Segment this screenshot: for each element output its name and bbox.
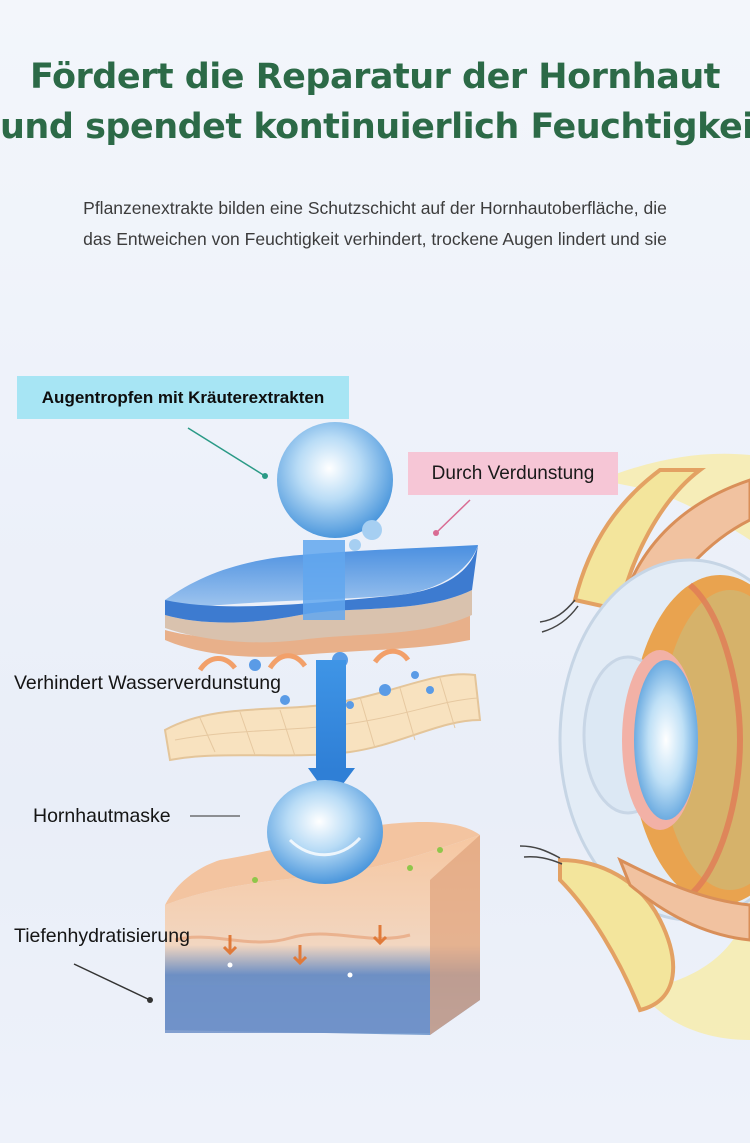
corneal-layers xyxy=(163,422,482,1035)
label-corneal-mask: Hornhautmaske xyxy=(33,805,171,827)
page-title: Fördert die Reparatur der Hornhaut und s… xyxy=(0,52,750,152)
title-line-2: und spendet kontinuierlich Feuchtigkeit xyxy=(0,107,750,147)
label-evaporation: Durch Verdunstung xyxy=(408,452,618,495)
description-line-1: Pflanzenextrakte bilden eine Schutzschic… xyxy=(83,198,667,218)
description-line-2: das Entweichen von Feuchtigkeit verhinde… xyxy=(83,229,667,249)
label-eye-drops: Augentropfen mit Kräuterextrakten xyxy=(17,376,349,419)
eye-anatomy xyxy=(519,453,750,1040)
title-line-1: Fördert die Reparatur der Hornhaut xyxy=(29,57,721,97)
label-prevents-evaporation: Verhindert Wasserverdunstung xyxy=(14,672,282,694)
description: Pflanzenextrakte bilden eine Schutzschic… xyxy=(40,193,710,255)
connector-lines xyxy=(187,427,266,477)
label-deep-hydration: Tiefenhydratisierung xyxy=(14,925,190,947)
